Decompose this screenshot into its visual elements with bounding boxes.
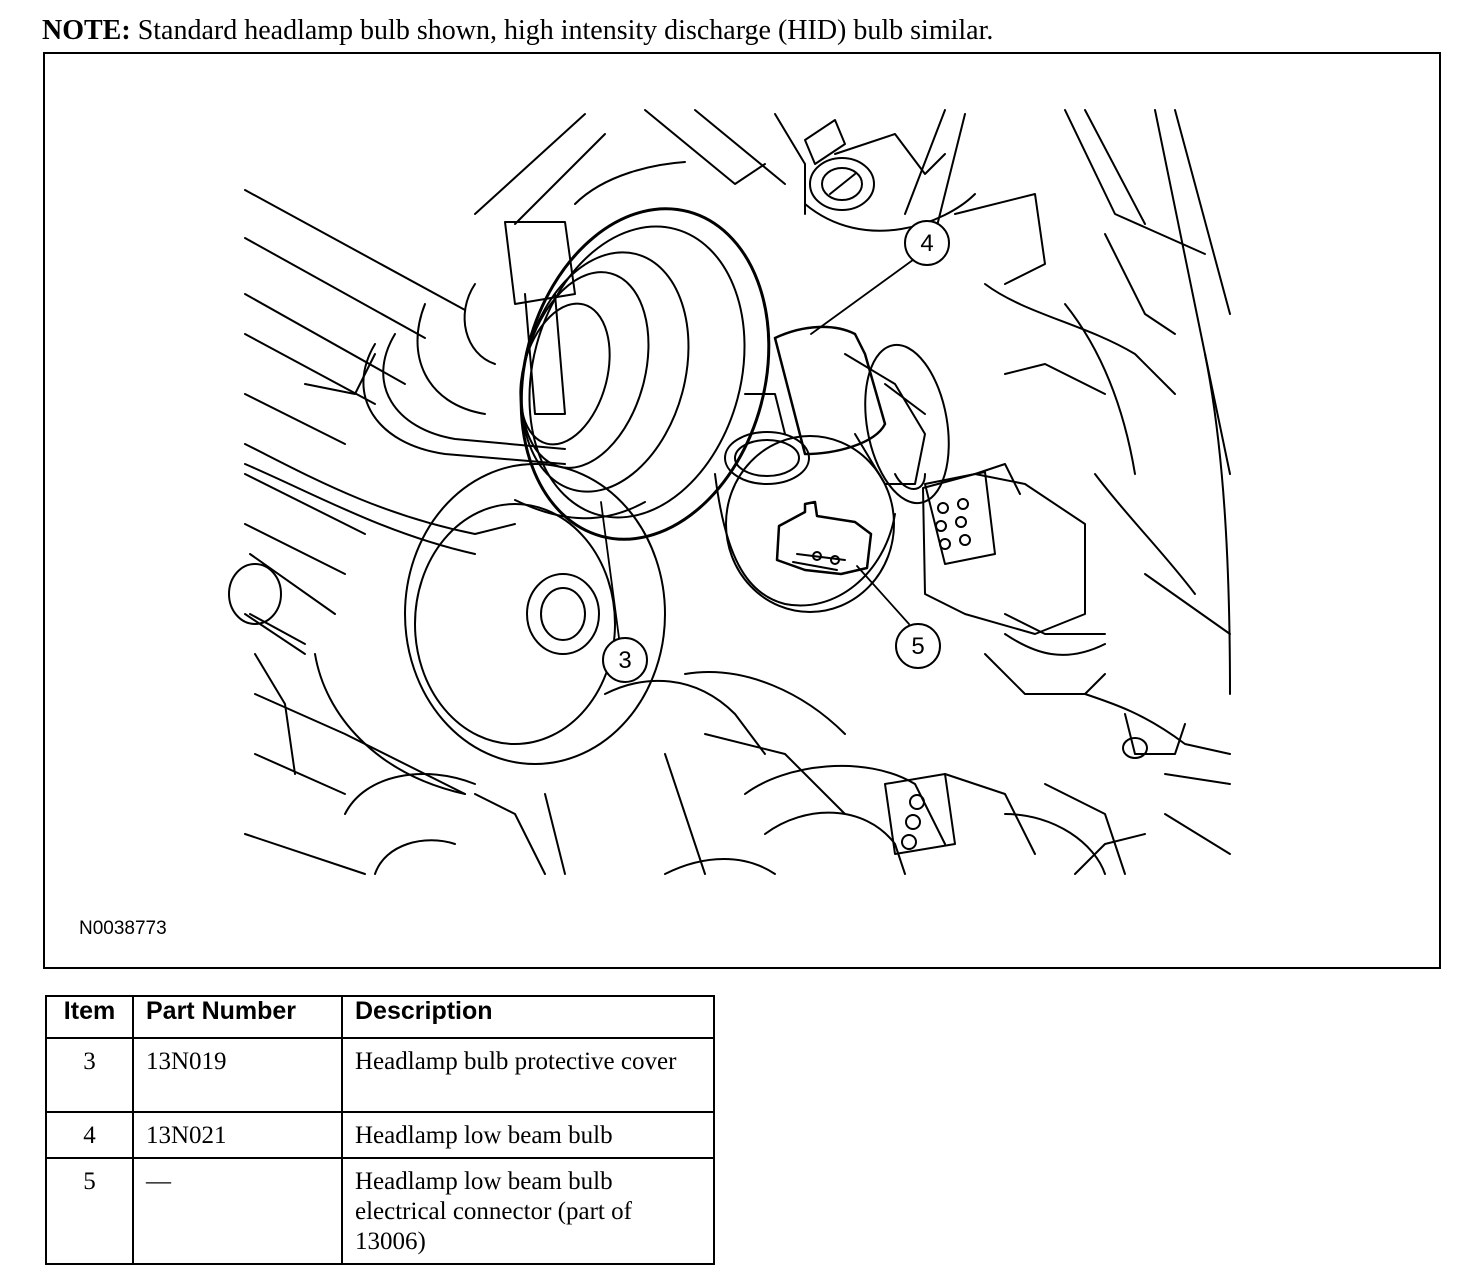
header-item: Item bbox=[45, 995, 134, 1039]
header-description: Description bbox=[341, 995, 715, 1039]
six-pin-connector bbox=[922, 463, 1106, 656]
table-row: 5 — Headlamp low beam bulb electrical co… bbox=[45, 1157, 715, 1265]
bulb-connector-5 bbox=[775, 500, 873, 576]
headlamp-illustration: 4 5 3 bbox=[228, 109, 1231, 875]
callout-3-label: 3 bbox=[618, 647, 631, 674]
note-label: NOTE: bbox=[42, 15, 131, 46]
protective-cover-3 bbox=[514, 161, 771, 541]
row-description: Headlamp bulb protective cover bbox=[341, 1037, 715, 1113]
figure-id: N0038773 bbox=[79, 918, 167, 939]
note-text: Standard headlamp bulb shown, high inten… bbox=[130, 15, 994, 46]
row-item: 4 bbox=[45, 1111, 134, 1159]
callout-4-label: 4 bbox=[920, 230, 933, 257]
callout-labels: 4 5 3 bbox=[618, 230, 933, 674]
table-row: 3 13N019 Headlamp bulb protective cover bbox=[45, 1037, 715, 1113]
row-item: 5 bbox=[45, 1157, 134, 1265]
row-part-number: 13N019 bbox=[132, 1037, 343, 1113]
row-description: Headlamp low beam bulb electrical connec… bbox=[341, 1157, 715, 1265]
row-part-number: 13N021 bbox=[132, 1111, 343, 1159]
table-header-row: Item Part Number Description bbox=[45, 995, 715, 1039]
callout-circles bbox=[602, 220, 950, 683]
parts-table: Item Part Number Description 3 13N019 He… bbox=[45, 995, 715, 1265]
row-description: Headlamp low beam bulb bbox=[341, 1111, 715, 1159]
header-part-number: Part Number bbox=[132, 995, 343, 1039]
row-item: 3 bbox=[45, 1037, 134, 1113]
low-beam-bulb-4 bbox=[714, 325, 950, 613]
row-part-number: — bbox=[132, 1157, 343, 1265]
note: NOTE: Standard headlamp bulb shown, high… bbox=[42, 14, 993, 48]
callout-5-label: 5 bbox=[911, 633, 924, 660]
illustration-frame: 4 5 3 N0038773 bbox=[43, 52, 1441, 969]
background-linework bbox=[228, 109, 1231, 875]
table-row: 4 13N021 Headlamp low beam bulb bbox=[45, 1111, 715, 1159]
leader-lines bbox=[600, 248, 929, 639]
